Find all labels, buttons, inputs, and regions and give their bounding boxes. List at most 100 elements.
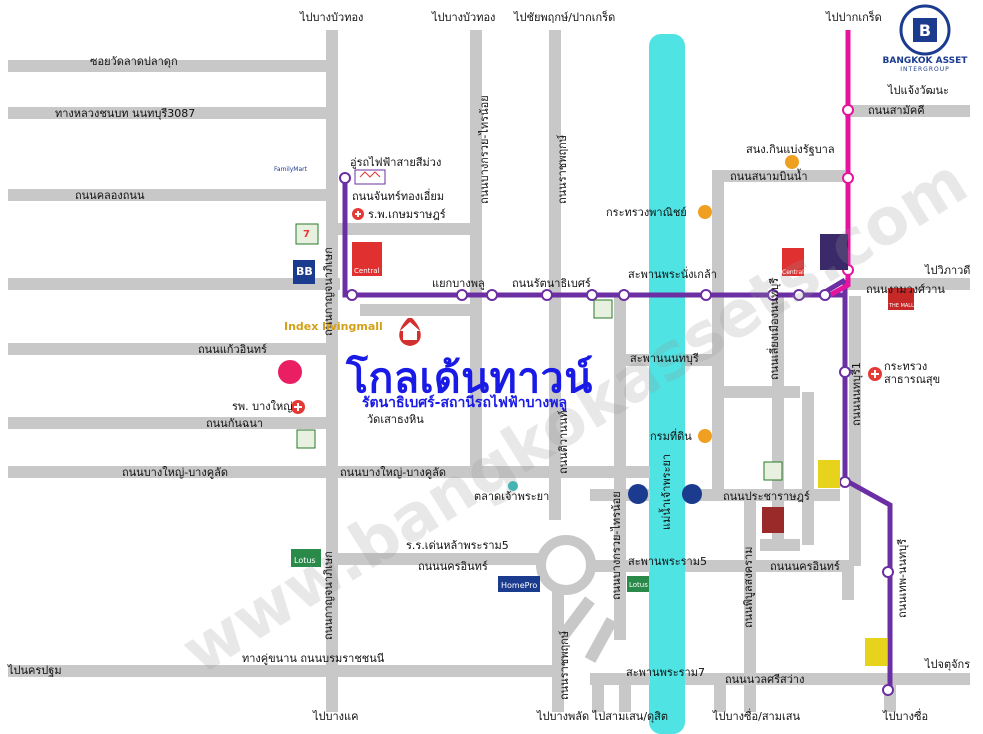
company-logo: BANGKOK ASSET INTERGROUP — [873, 54, 977, 132]
dir-bang-sue-samsen: ไปบางซื่อ/สามเสน — [713, 710, 800, 723]
road-kanchanaphisek-lower: ถนนกาญจนาภิเษก — [322, 551, 335, 640]
logo-name: BANGKOK ASSET — [882, 56, 968, 66]
pier-icon-left — [628, 484, 648, 504]
road-nuanchawi: ถนนนวลศรีสว่าง — [725, 673, 805, 686]
road-bang-yai-mid: ถนนบางใหญ่-บางคูลัด — [340, 466, 446, 479]
project-house-icon — [399, 318, 421, 346]
central-icon-right — [782, 248, 804, 276]
road-ratchaphruek-lower: ถนนราชพฤกษ์ — [558, 630, 571, 700]
road-sanambin-nam: ถนนสนามบินน้ำ — [730, 170, 808, 183]
bridge-rama5: สะพานพระราม5 — [628, 555, 707, 568]
hospital-icon-kasemrad — [352, 208, 364, 220]
road-rattanathibet: ถนนรัตนาธิเบศร์ — [512, 277, 591, 290]
robinson-icon — [818, 460, 840, 488]
place-bb: BB — [296, 265, 313, 278]
seven-eleven-icon-2 — [296, 429, 316, 449]
bangkok-asset-logo-mark: B — [899, 4, 951, 56]
road-nakhon-in-right: ถนนนครอินทร์ — [770, 560, 840, 573]
logo-sub: INTERGROUP — [900, 66, 950, 73]
road-bang-kruai-sai-noi: ถนนบางกรวย-ไทรน้อย — [478, 95, 491, 204]
dir-vibhavadi: ไปวิภาวดี — [925, 264, 971, 277]
road-bang-yai-left: ถนนบางใหญ่-บางคูลัด — [122, 466, 228, 479]
road-tiwanon: ถนนติวานนท์ — [557, 410, 570, 475]
road-kanchana: ถนนกันฉนา — [206, 417, 264, 430]
road-bang-phlu-junction: แยกบางพลู — [432, 277, 485, 290]
road-khlong-thanon: ถนนคลองถนน — [75, 189, 145, 202]
dir-cheang-watthana: ไปแจ้งวัฒนะ — [888, 84, 949, 97]
bridge-phra-nang-klao: สะพานพระนั่งเกล้า — [628, 268, 717, 281]
place-talat-chao-phraya: ตลาดเจ้าพระยา — [474, 490, 550, 503]
place-wat-sao-thong-hin: วัดเสาธงหิน — [367, 413, 424, 426]
dir-bang-sue: ไปบางซื่อ — [883, 710, 929, 723]
market-marker — [508, 481, 518, 491]
hospital-icon-bangyai — [291, 400, 305, 414]
dir-chatuchak: ไปจตุจักร — [925, 658, 971, 671]
road-kanchana-phisek-ring: ทางคู่ขนาน ถนนบรมราชชนนี — [242, 652, 385, 665]
dir-bang-bua-thong-1: ไปบางบัวทอง — [300, 11, 364, 24]
place-central-right: Central — [782, 269, 804, 276]
bts-depot-icon — [354, 169, 386, 185]
chao-phraya-river — [649, 34, 685, 734]
robinson-icon-lower — [865, 638, 887, 666]
road-pracharat: ถนนประชาราษฎร์ — [723, 490, 810, 503]
place-chankraphong: ถนนจันทร์ทองเอี่ยม — [352, 190, 445, 203]
place-homepro: HomePro — [501, 581, 538, 590]
the-mall-icon — [888, 288, 914, 310]
bridge-nonthaburi: สะพานนนทบุรี — [630, 352, 699, 365]
svg-text:B: B — [919, 21, 931, 40]
bridge-rama7: สะพานพระราม7 — [626, 666, 705, 679]
place-kasemrad: ร.พ.เกษมราษฎร์ — [368, 208, 446, 221]
road-network — [8, 60, 970, 685]
dir-bang-bua-thong-2: ไปบางบัวทอง — [432, 11, 496, 24]
place-lotus-right: Lotus — [629, 581, 648, 589]
poi-markers — [698, 155, 799, 443]
central-icon-left — [352, 242, 382, 276]
place-ministry-commerce: กระทรวงพาณิชย์ — [606, 206, 687, 219]
dir-bang-khae: ไปบางแค — [313, 710, 359, 723]
road-bang-kruai-sai-noi-lower: ถนนบางกรวย-ไทรน้อย — [610, 491, 623, 600]
road-highway-3087: ทางหลวงชนบท นนทบุรี3087 — [55, 107, 196, 120]
road-kaew-in: ถนนแก้วอินทร์ — [198, 343, 267, 356]
dir-bang-phlat: ไปบางพลัด ไปสามเสน/ดุสิต — [537, 710, 669, 723]
project-title: โกลเด้นทาวน์ — [346, 354, 593, 402]
lotus-esplanade-icon — [820, 234, 848, 270]
hospital-icon-ministry — [868, 367, 882, 381]
lotus-icon-left — [291, 549, 321, 567]
roundabout — [536, 535, 596, 595]
major-icon — [762, 507, 784, 533]
place-seven-eleven: 7 — [303, 229, 310, 240]
place-tax-office: สนง.กินแบ่งรัฐบาล — [746, 143, 835, 156]
road-nakhon-in-left: ถนนนครอินทร์ — [418, 560, 488, 573]
bb-icon — [293, 260, 315, 284]
dir-chaiyaphruek: ไปชัยพฤกษ์/ปากเกร็ด — [514, 11, 616, 24]
place-lotus-left: Lotus — [294, 556, 316, 565]
place-purple-depot: อู่รถไฟฟ้าสายสีม่วง — [350, 156, 442, 169]
place-central-left: Central — [354, 267, 380, 275]
place-the-mall: THE MALL — [889, 303, 914, 309]
road-thep-nonthaburi: ถนนเทพ-นนทบุรี — [896, 538, 909, 618]
place-index-livingmall: Index livingmall — [284, 320, 383, 333]
project-subtitle: รัตนาธิเบศร์-สถานีรถไฟฟ้าบางพลู — [362, 395, 568, 411]
place-school-rama5: ร.ร.เด่นหล้าพระราม5 — [406, 539, 509, 552]
purple-stations — [339, 172, 894, 696]
plus-mall-icon — [278, 360, 302, 384]
chao-phraya-label: แม่น้ำเจ้าพระยา — [660, 453, 673, 530]
lotus-icon-right — [627, 576, 649, 592]
road-ngam-wong-wan: ถนนงามวงศ์วาน — [866, 283, 945, 296]
pier-icon-right — [682, 484, 702, 504]
road-phibun-songkhram: ถนนพิบูลสงคราม — [742, 546, 755, 628]
road-liang-mueang: ถนนเลี่ยงเมืองนนทบุรี — [768, 277, 781, 380]
place-familymart: FamilyMart — [274, 166, 307, 173]
place-bang-yai-hospital: รพ. บางใหญ่ — [232, 400, 293, 413]
road-samakkhi: ถนนสามัคคี — [868, 104, 925, 117]
seven-eleven-icon-3 — [593, 299, 613, 319]
road-network-vertical — [326, 30, 896, 712]
homepro-icon — [498, 576, 540, 592]
place-ministry-health: กระทรวง สาธารณสุข — [884, 360, 941, 386]
dir-pak-kret: ไปปากเกร็ด — [826, 11, 882, 24]
place-land-dept: กรมที่ดิน — [650, 430, 692, 443]
road-nonthaburi-1: ถนนนนทบุรี1 — [850, 362, 863, 426]
seven-eleven-icon-4 — [763, 461, 783, 481]
road-soi-wat-talat: ซอยวัดลาดปลาดุก — [90, 55, 178, 68]
